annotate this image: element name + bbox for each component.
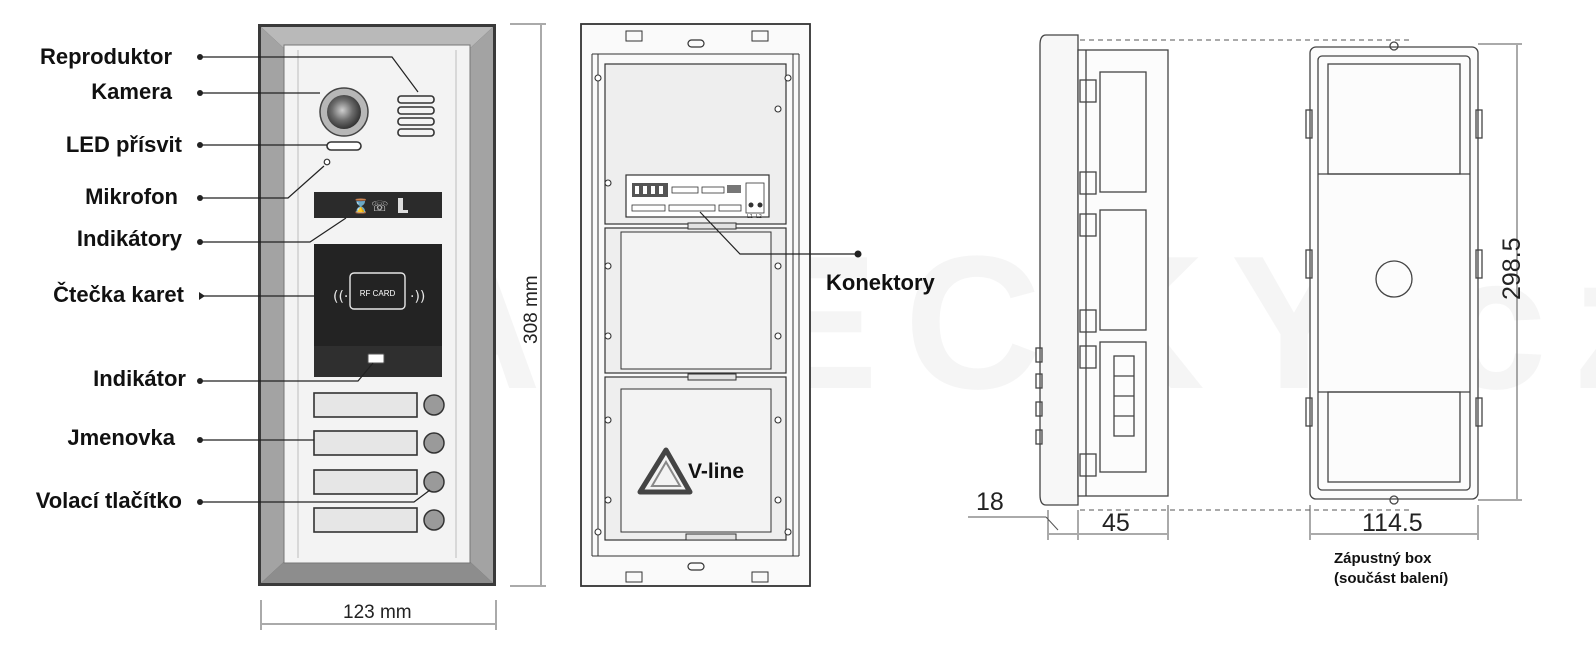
speaker-grille bbox=[397, 95, 435, 137]
label-konektory: Konektory bbox=[826, 270, 935, 295]
panel-dimension-lines bbox=[260, 23, 546, 630]
label-jmenovka: Jmenovka bbox=[67, 425, 175, 450]
call-buttons bbox=[423, 394, 445, 531]
panel-width-dimension: 123 mm bbox=[343, 602, 412, 623]
svg-text:·)): ·)) bbox=[410, 289, 425, 305]
svg-text:L2: L2 bbox=[756, 214, 762, 220]
svg-text:⌛: ⌛ bbox=[352, 198, 369, 215]
leader-lines bbox=[200, 56, 431, 503]
indicator-strip: ⌛ ☏ bbox=[314, 192, 442, 218]
label-kamera: Kamera bbox=[91, 79, 172, 104]
box-front-dimension: 18 bbox=[976, 488, 1004, 516]
card-indicator bbox=[367, 353, 385, 364]
microphone-hole bbox=[323, 158, 331, 166]
name-tags bbox=[313, 392, 418, 533]
box-width-dimension: 114.5 bbox=[1362, 509, 1423, 537]
label-volaci: Volací tlačítko bbox=[35, 488, 182, 513]
leader-dots bbox=[197, 54, 205, 505]
svg-text:☏: ☏ bbox=[371, 199, 389, 215]
label-indikatory: Indikátory bbox=[76, 226, 182, 251]
connector-board: L1 L2 bbox=[625, 174, 770, 220]
label-reproduktor: Reproduktor bbox=[40, 44, 172, 69]
svg-text:L1: L1 bbox=[747, 214, 753, 220]
back-view bbox=[580, 23, 811, 587]
label-led: LED přísvit bbox=[65, 132, 182, 157]
led-light bbox=[326, 141, 362, 151]
label-mikrofon: Mikrofon bbox=[85, 184, 178, 209]
svg-text:V-line: V-line bbox=[688, 460, 744, 483]
back-screws bbox=[594, 74, 792, 536]
box-depth-dimension: 45 bbox=[1102, 509, 1130, 537]
panel-height-dimension: 308 mm bbox=[521, 275, 542, 344]
label-ctecka: Čtečka karet bbox=[53, 282, 184, 307]
label-indikator: Indikátor bbox=[93, 366, 186, 391]
connector-leader bbox=[699, 211, 858, 255]
box-height-dimension: 298.5 bbox=[1498, 237, 1526, 300]
connector-leader-dot bbox=[854, 250, 862, 258]
box-side-view bbox=[1035, 34, 1169, 506]
box-caption-line2: (součást balení) bbox=[1334, 570, 1449, 587]
vline-logo: V-line bbox=[637, 447, 744, 495]
box-front-view bbox=[1305, 41, 1483, 505]
box-caption-line1: Zápustný box bbox=[1334, 550, 1432, 567]
box-dimension-lines bbox=[968, 39, 1522, 540]
rf-card-label: RF CARD bbox=[360, 289, 396, 298]
camera-lens bbox=[319, 87, 369, 137]
box-caption: Zápustný box (součást balení) bbox=[1334, 549, 1448, 589]
svg-text:((·: ((· bbox=[333, 289, 348, 305]
